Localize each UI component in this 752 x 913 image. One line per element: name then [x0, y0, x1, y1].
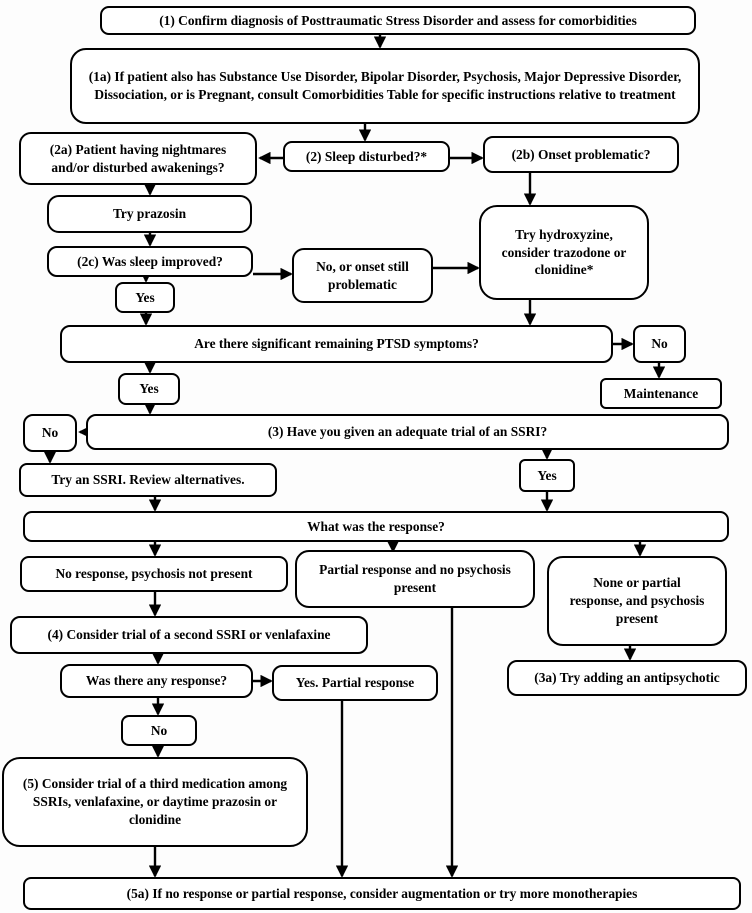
node-label-n5: (5) Consider trial of a third medication…: [22, 776, 288, 827]
node-yes_partial: Yes. Partial response: [272, 665, 438, 701]
node-n3a: (3a) Try adding an antipsychotic: [507, 660, 747, 696]
node-no3: No: [121, 715, 197, 746]
node-label-maintenance: Maintenance: [623, 385, 699, 401]
node-response: What was the response?: [23, 511, 729, 542]
node-try_prazosin: Try prazosin: [47, 195, 252, 233]
node-label-n4: (4) Consider trial of a second SSRI or v…: [47, 627, 331, 643]
node-label-yes1: Yes: [135, 289, 155, 305]
node-label-n3: (3) Have you given an adequate trial of …: [267, 424, 548, 440]
node-label-yes2: Yes: [139, 381, 159, 397]
node-label-no1: No: [651, 336, 668, 352]
node-n3: (3) Have you given an adequate trial of …: [86, 414, 729, 450]
node-label-was_response: Was there any response?: [85, 673, 228, 689]
node-n2: (2) Sleep disturbed?*: [283, 141, 450, 172]
node-label-n2a: (2a) Patient having nightmares and/or di…: [49, 141, 227, 175]
node-label-n2b: (2b) Onset problematic?: [511, 146, 651, 162]
node-label-no3: No: [150, 722, 168, 738]
node-label-partial_response: Partial response and no psychosis presen…: [319, 562, 511, 595]
node-label-yes_partial: Yes. Partial response: [295, 675, 415, 691]
node-label-yes3: Yes: [537, 467, 557, 483]
node-no2: No: [23, 414, 77, 452]
node-yes3: Yes: [519, 459, 575, 492]
node-no1: No: [633, 325, 686, 363]
node-n1: (1) Confirm diagnosis of Posttraumatic S…: [100, 6, 696, 35]
node-n2c: (2c) Was sleep improved?: [47, 246, 253, 277]
node-label-no2: No: [41, 425, 59, 441]
node-yes2: Yes: [118, 373, 180, 405]
node-partial_response: Partial response and no psychosis presen…: [295, 550, 535, 608]
node-n2b: (2b) Onset problematic?: [483, 136, 679, 173]
node-label-no_onset: No, or onset still problematic: [316, 258, 409, 292]
node-yes1: Yes: [115, 282, 175, 313]
node-label-try_ssri: Try an SSRI. Review alternatives.: [51, 472, 245, 488]
node-n1a: (1a) If patient also has Substance Use D…: [70, 48, 700, 124]
node-label-try_prazosin: Try prazosin: [112, 206, 187, 222]
node-label-n3a: (3a) Try adding an antipsychotic: [534, 670, 720, 686]
node-maintenance: Maintenance: [600, 378, 722, 409]
node-try_ssri: Try an SSRI. Review alternatives.: [19, 463, 277, 497]
node-label-n5a: (5a) If no response or partial response,…: [126, 885, 638, 901]
node-n4: (4) Consider trial of a second SSRI or v…: [10, 616, 368, 654]
node-label-none_partial: None or partial response, and psychosis …: [569, 575, 705, 626]
node-hydroxyzine: Try hydroxyzine, consider trazodone or c…: [479, 205, 649, 300]
node-label-response: What was the response?: [307, 518, 445, 534]
node-was_response: Was there any response?: [60, 664, 253, 698]
node-ptsd_symptoms: Are there significant remaining PTSD sym…: [60, 325, 613, 363]
node-label-hydroxyzine: Try hydroxyzine, consider trazodone or c…: [501, 226, 627, 278]
node-n5a: (5a) If no response or partial response,…: [23, 877, 741, 910]
node-label-ptsd_symptoms: Are there significant remaining PTSD sym…: [194, 336, 479, 352]
node-no_onset: No, or onset still problematic: [292, 248, 433, 303]
node-no_response: No response, psychosis not present: [20, 556, 288, 592]
node-label-n2c: (2c) Was sleep improved?: [77, 253, 223, 269]
node-none_partial: None or partial response, and psychosis …: [547, 556, 727, 646]
node-n5: (5) Consider trial of a third medication…: [2, 757, 308, 847]
node-label-no_response: No response, psychosis not present: [55, 566, 253, 582]
node-label-n2: (2) Sleep disturbed?*: [305, 148, 428, 164]
node-label-n1a: (1a) If patient also has Substance Use D…: [88, 69, 682, 102]
node-label-n1: (1) Confirm diagnosis of Posttraumatic S…: [159, 12, 637, 28]
node-n2a: (2a) Patient having nightmares and/or di…: [19, 132, 257, 185]
